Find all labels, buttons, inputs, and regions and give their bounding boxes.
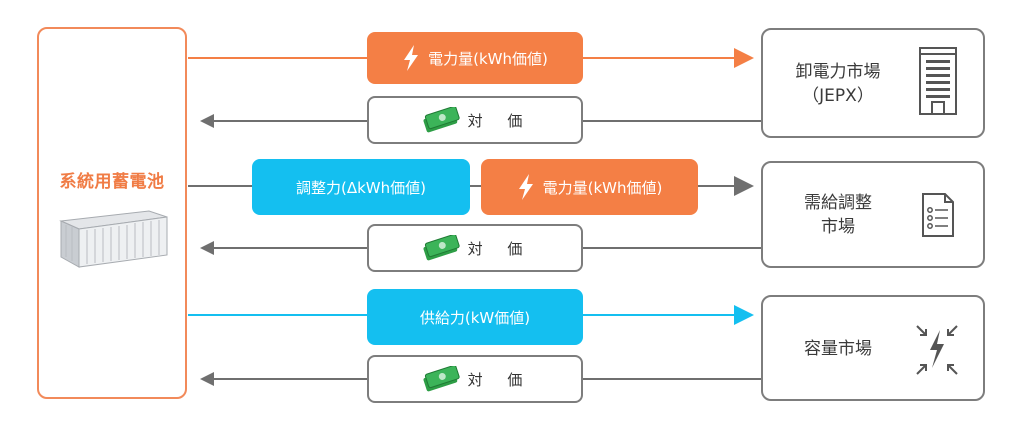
- jepx-energy-pill: 電力量(kWh価値): [367, 32, 583, 84]
- lightning-icon: [404, 45, 419, 71]
- lightning-icon: [518, 174, 533, 200]
- market-balancing-label: 需給調整 市場: [804, 193, 872, 237]
- market-jepx-label: 卸電力市場 （JEPX）: [795, 62, 881, 106]
- capacity-supply-label: 供給力(kW価値): [419, 308, 531, 327]
- jepx-payment-label: 対 価: [467, 111, 533, 130]
- balancing-energy-pill: 電力量(kWh価値): [481, 159, 698, 215]
- money-icon: [423, 235, 460, 261]
- market-capacity-label: 容量市場: [804, 339, 872, 359]
- money-icon: [423, 107, 460, 133]
- balancing-payment-arrowhead: [200, 241, 214, 255]
- capacity-payment-arrowhead: [200, 372, 214, 386]
- capacity-supply-pill: 供給力(kW価値): [367, 289, 583, 345]
- balancing-adjust-pill: 調整力(ΔkWh価値): [252, 159, 470, 215]
- battery-label: 系統用蓄電池: [59, 172, 165, 192]
- market-capacity: 容量市場: [761, 295, 985, 401]
- building-icon: [919, 47, 957, 115]
- capacity-payment-label: 対 価: [467, 370, 533, 389]
- jepx-payment-arrowhead: [200, 114, 214, 128]
- capacity-payment-pill: 対 価: [367, 355, 583, 403]
- money-icon: [423, 366, 460, 392]
- balancing-energy-label: 電力量(kWh価値): [542, 178, 663, 197]
- battery-container-icon: [59, 210, 168, 268]
- battery-box: 系統用蓄電池: [37, 27, 187, 399]
- balancing-adjust-label: 調整力(ΔkWh価値): [296, 178, 426, 197]
- market-jepx: 卸電力市場 （JEPX）: [761, 28, 985, 138]
- balancing-payment-label: 対 価: [467, 239, 533, 258]
- market-balancing: 需給調整 市場: [761, 161, 985, 268]
- jepx-energy-label: 電力量(kWh価値): [428, 49, 548, 68]
- document-icon: [922, 193, 954, 237]
- balancing-payment-pill: 対 価: [367, 224, 583, 272]
- power-capacity-icon: [916, 325, 958, 375]
- jepx-payment-pill: 対 価: [367, 96, 583, 144]
